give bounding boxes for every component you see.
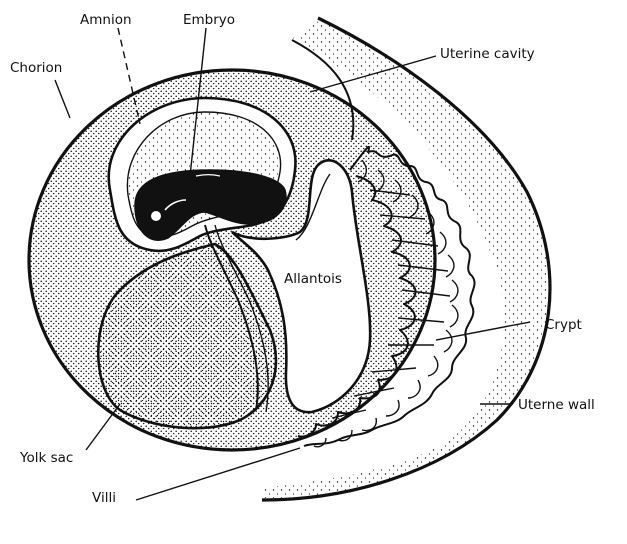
yolk-sac-leader — [86, 404, 120, 450]
label-uterine-cavity: Uterine cavity — [440, 46, 535, 62]
label-allantois: Allantois — [284, 271, 342, 287]
label-uterine-wall: Uterne wall — [518, 397, 595, 413]
label-chorion: Chorion — [10, 60, 62, 76]
label-yolk-sac: Yolk sac — [19, 450, 73, 466]
label-embryo: Embryo — [183, 12, 235, 28]
chorion-leader — [55, 80, 70, 118]
embryo-eye — [151, 211, 161, 221]
label-amnion: Amnion — [80, 12, 132, 28]
label-villi: Villi — [92, 490, 116, 506]
label-crypt: Crypt — [545, 317, 582, 333]
